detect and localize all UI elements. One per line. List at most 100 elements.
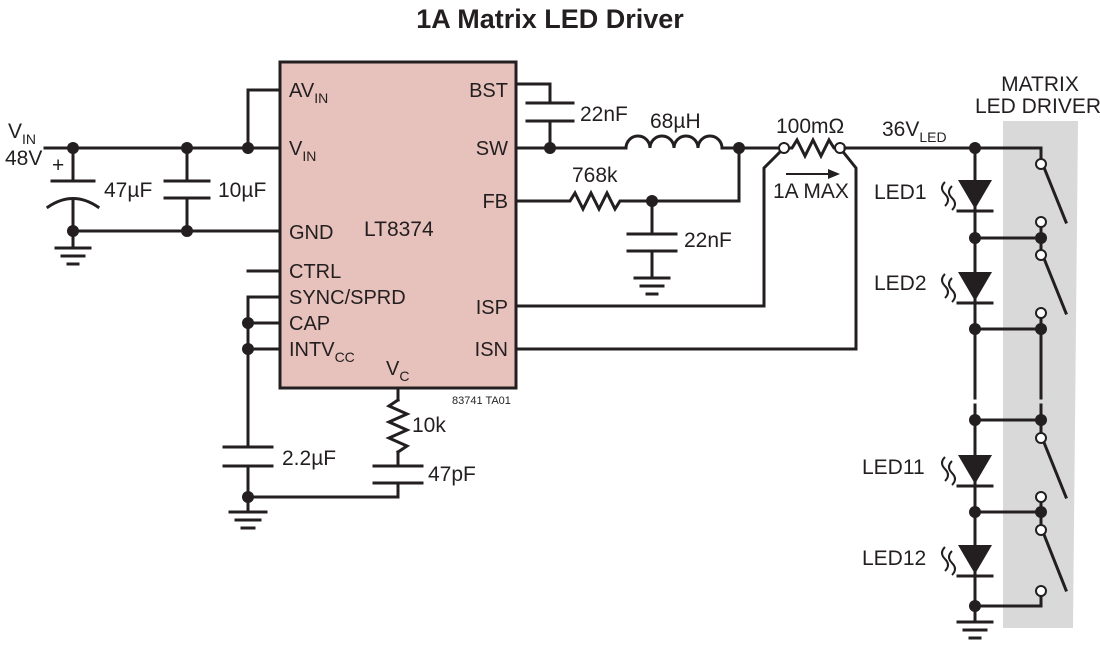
node-dot — [1035, 323, 1047, 335]
ic-body — [278, 60, 518, 390]
switch12-top-contact — [1035, 524, 1047, 536]
inductor-symbol — [624, 134, 724, 150]
ic-part-code: 83741 TA01 — [452, 395, 511, 407]
led12-diode — [958, 545, 992, 574]
pin-sw: SW — [476, 138, 508, 160]
led2-light-icon — [941, 273, 956, 303]
diagram-title: 1A Matrix LED Driver — [416, 4, 684, 34]
r-sense-label: 100mΩ — [776, 115, 844, 138]
avin-wire — [246, 88, 282, 150]
inductor-label: 68µH — [650, 110, 701, 133]
r-vc-label: 10k — [412, 414, 446, 437]
c-in2-symbol — [163, 146, 211, 233]
node-dot — [1035, 232, 1047, 244]
vled-label: 36VLED — [882, 118, 947, 145]
r-fb-resistor — [514, 189, 654, 213]
led1-light-icon — [941, 181, 956, 211]
current-arrow-head — [828, 169, 840, 179]
isp-sense-wire — [514, 145, 787, 308]
pin-sync-sprd: SYNC/SPRD — [289, 287, 406, 309]
switch2-blade — [1041, 254, 1068, 315]
node-dot — [67, 142, 79, 154]
node-dot — [544, 142, 556, 154]
c-bst-label: 22nF — [580, 103, 628, 126]
c-cap-gap — [236, 447, 260, 467]
vin-voltage: 48V — [5, 147, 42, 170]
node-dot — [181, 142, 193, 154]
c-in1-label: 47µF — [104, 179, 152, 202]
led11-diode — [958, 455, 992, 484]
node-dot — [1035, 506, 1047, 518]
matrix-led-driver-panel: MATRIX LED DRIVER — [975, 73, 1100, 628]
led11-light-icon — [941, 456, 956, 486]
power-path: 22nF 68µH 768k 22nF 100mΩ 1A MAX 36VLED — [514, 82, 977, 351]
ground-symbol-led — [956, 604, 994, 640]
pin-ctrl: CTRL — [289, 261, 341, 283]
pin-fb: FB — [482, 191, 508, 213]
node-dot — [242, 343, 254, 355]
matrix-title-line2: LED DRIVER — [975, 95, 1100, 118]
pin-intvcc: INTVCC — [289, 339, 355, 365]
bypass-switches — [973, 146, 1068, 608]
pin-vc: VC — [386, 358, 409, 384]
node-dot — [67, 225, 79, 237]
switch11-bottom-contact — [1035, 491, 1047, 503]
switch11-blade — [1041, 438, 1068, 499]
pin-isn: ISN — [475, 339, 508, 361]
switch11-top-contact — [1035, 432, 1047, 444]
node-dot — [181, 225, 193, 237]
lt8374-ic: LT8374 83741 TA01 AVIN VIN GND CTRL SYNC… — [278, 60, 518, 407]
led2-label: LED2 — [874, 272, 927, 295]
vin-label: VIN — [8, 120, 36, 147]
switch12-bottom-contact — [1035, 585, 1047, 597]
pin-bst: BST — [469, 80, 508, 102]
pin-cap: CAP — [289, 313, 330, 335]
node-dot — [1035, 414, 1047, 426]
cap-intv-wires — [246, 321, 282, 351]
switch2-bottom-contact — [1035, 307, 1047, 319]
led1-diode — [958, 180, 992, 209]
pin-gnd: GND — [289, 222, 333, 244]
c-cap-label: 2.2µF — [282, 447, 336, 470]
c-in2-label: 10µF — [218, 179, 266, 202]
led2-diode — [958, 272, 992, 301]
r-sense-resistor — [782, 136, 842, 160]
switch1-bottom-contact — [1035, 216, 1047, 228]
ground-symbol-input — [54, 229, 92, 266]
input-section: VIN 48V + 47µF 10µF — [5, 88, 282, 266]
r-fb-label: 768k — [572, 164, 618, 187]
led11-label: LED11 — [862, 456, 925, 479]
r-vc-resistor — [385, 397, 411, 455]
kelvin-node-left — [778, 142, 790, 154]
c-cap-symbol — [222, 445, 274, 468]
pin-avin: AVIN — [289, 80, 328, 106]
isn-sense-wire — [514, 145, 858, 351]
switch2-top-contact — [1035, 249, 1047, 261]
sense-note: 1A MAX — [773, 180, 849, 203]
ic-name: LT8374 — [364, 218, 434, 241]
pin-isp: ISP — [476, 297, 508, 319]
c-vc-label: 47pF — [428, 463, 476, 486]
node-dot — [242, 317, 254, 329]
c-fb-label: 22nF — [684, 229, 732, 252]
c-vc-symbol — [246, 450, 424, 499]
pin-vin: VIN — [289, 138, 316, 164]
c-bst-symbol — [514, 82, 575, 150]
fb-top-wire — [650, 146, 741, 203]
left-lower-network: 2.2µF 10k 47pF — [222, 269, 476, 530]
led-string: LED1 LED2 LED11 LED12 — [862, 142, 994, 640]
switch1-blade — [1041, 163, 1068, 224]
ground-symbol-cap — [228, 495, 268, 530]
node-dot — [242, 142, 254, 154]
switch12-blade — [1041, 530, 1068, 592]
led1-label: LED1 — [874, 181, 927, 204]
led12-label: LED12 — [862, 547, 926, 570]
switch1-top-wire — [973, 146, 1043, 162]
polarity-plus: + — [52, 154, 64, 177]
matrix-title-line1: MATRIX — [1001, 73, 1079, 96]
c-fb-symbol — [626, 199, 678, 296]
switch1-top-contact — [1035, 158, 1047, 170]
led12-light-icon — [941, 546, 956, 576]
